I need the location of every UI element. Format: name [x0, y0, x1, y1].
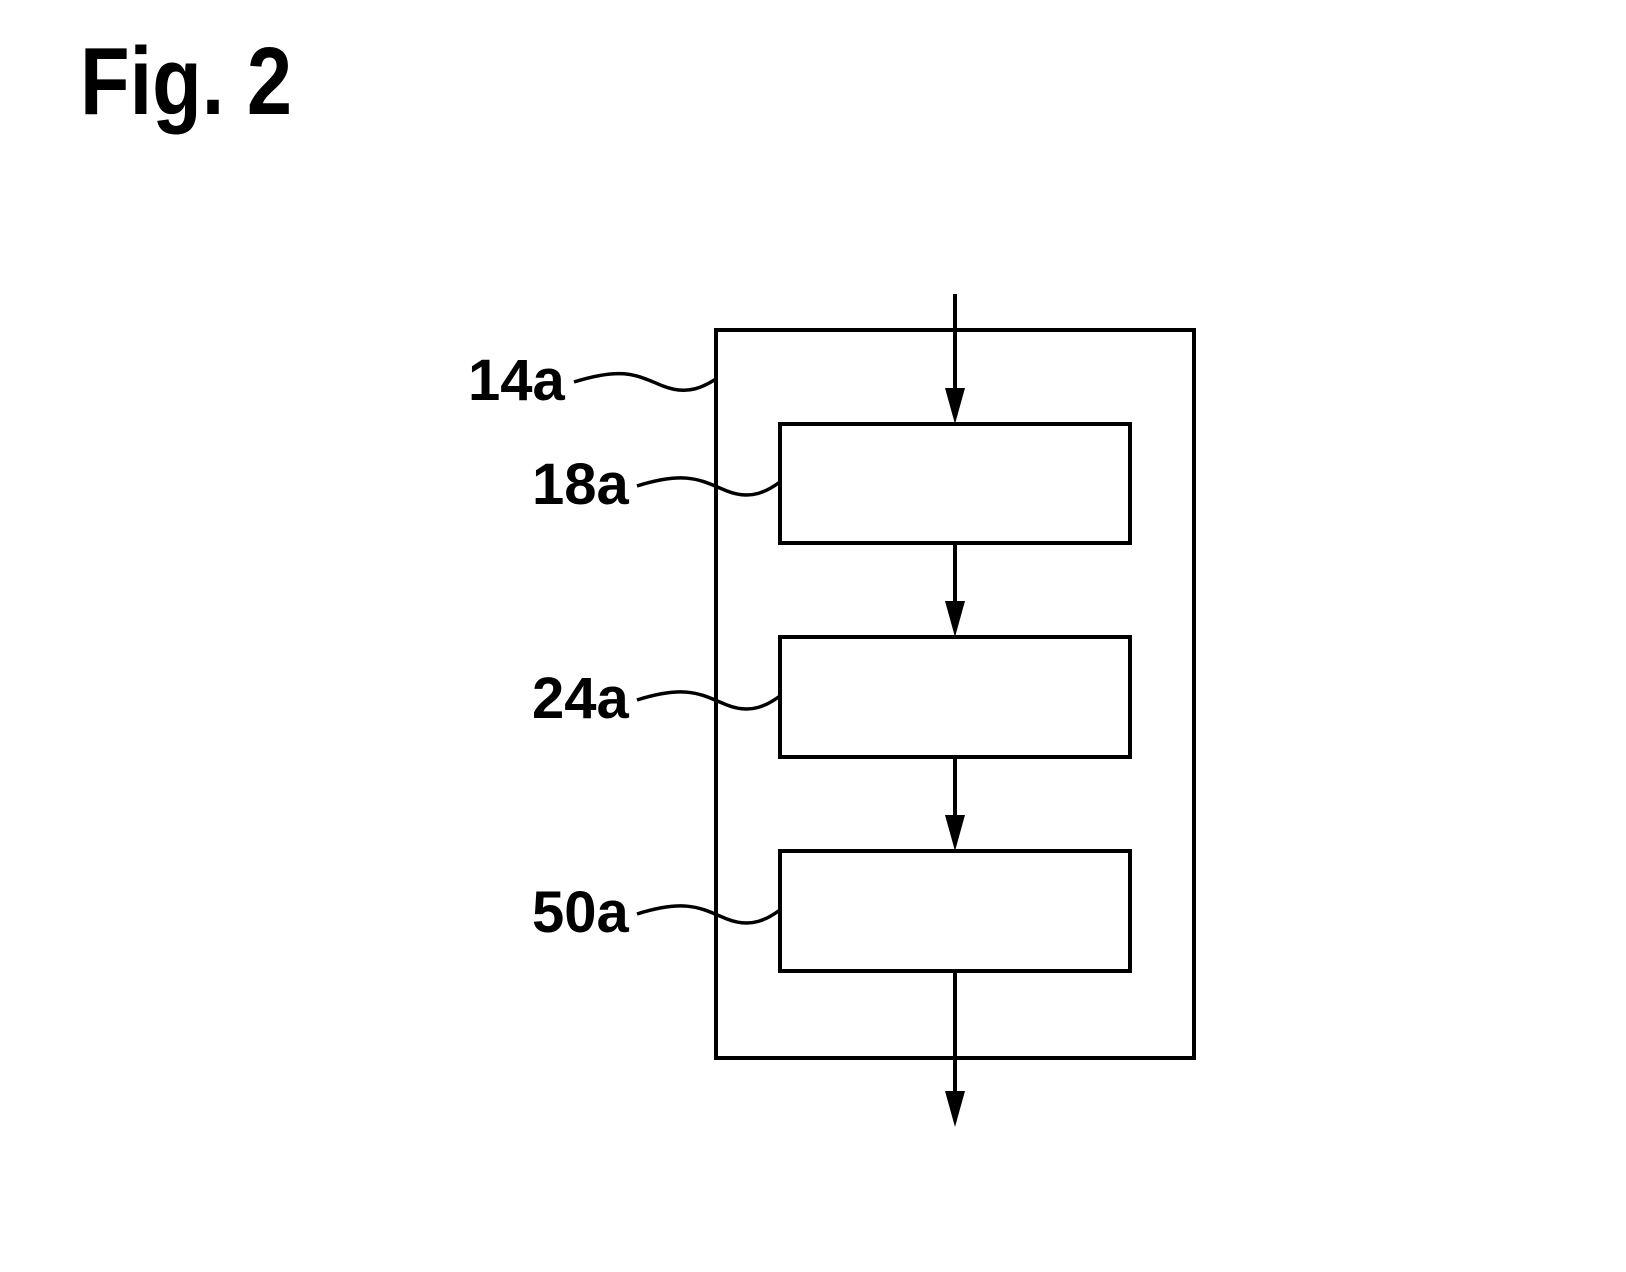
label-24a: 24a	[532, 666, 630, 731]
figure-title: Fig. 2	[80, 28, 292, 135]
outer-block-14a	[714, 328, 1196, 1060]
block-24a	[778, 635, 1132, 759]
label-18a: 18a	[532, 452, 630, 517]
leader-line-24a	[636, 690, 782, 711]
arrow-input	[945, 294, 965, 424]
leader-line-14a	[573, 371, 717, 392]
arrow-24a-to-50a	[945, 757, 965, 851]
leader-line-18a	[636, 476, 782, 497]
block-18a	[778, 422, 1132, 545]
arrow-output	[945, 971, 965, 1127]
label-14a: 14a	[468, 348, 566, 413]
leader-line-50a	[636, 904, 782, 925]
label-50a: 50a	[532, 880, 630, 945]
block-50a	[778, 849, 1132, 973]
arrow-18a-to-24a	[945, 543, 965, 637]
